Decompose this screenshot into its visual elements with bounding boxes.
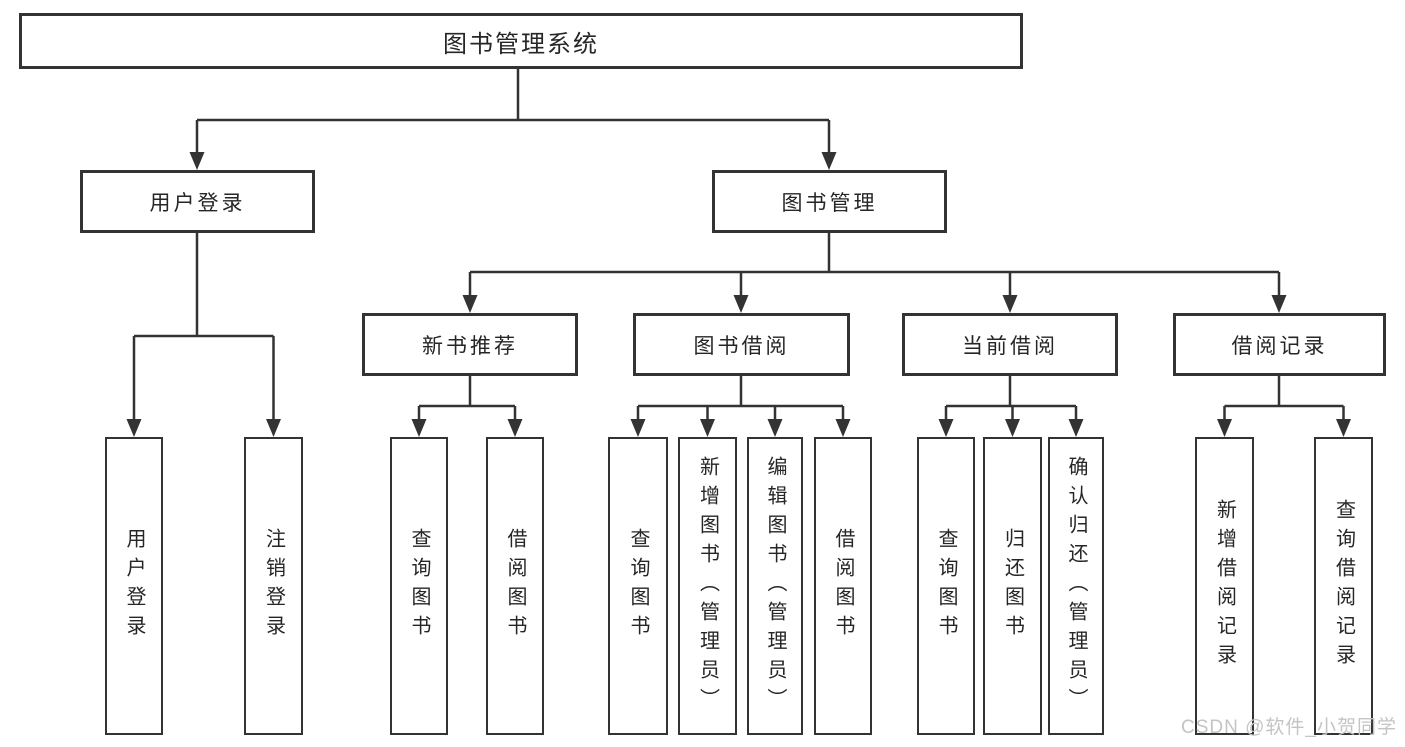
edge-new-book-recommendation-children bbox=[411, 376, 523, 437]
node-root: 图书管理系统 bbox=[19, 13, 1023, 69]
leaf-nbr-borrow-books-label: 借阅图书 bbox=[504, 528, 526, 644]
leaf-bb-borrow-books-label: 借阅图书 bbox=[832, 528, 854, 644]
leaf-nbr-query-books-label: 查询图书 bbox=[408, 528, 430, 644]
leaf-logout: 注销登录 bbox=[244, 437, 303, 735]
csdn-watermark: CSDN @软件_小贺同学 bbox=[1181, 717, 1397, 738]
leaf-bb-query-books: 查询图书 bbox=[608, 437, 668, 735]
node-current-borrowing-label: 当前借阅 bbox=[962, 334, 1058, 358]
node-book-borrowing-label: 图书借阅 bbox=[693, 334, 790, 358]
leaf-user-login-label: 用户登录 bbox=[123, 528, 145, 644]
edge-user-login-children bbox=[126, 233, 281, 437]
leaf-bb-add-books-admin: 新增图书（管理员） bbox=[678, 437, 737, 735]
leaf-nbr-borrow-books: 借阅图书 bbox=[486, 437, 544, 735]
edge-current-borrowing-children bbox=[938, 376, 1084, 437]
node-book-borrowing: 图书借阅 bbox=[633, 313, 850, 376]
leaf-cb-query-books-label: 查询图书 bbox=[935, 528, 957, 644]
leaf-nbr-query-books: 查询图书 bbox=[390, 437, 448, 735]
leaf-cb-return-books-label: 归还图书 bbox=[1001, 528, 1024, 644]
leaf-br-add-record: 新增借阅记录 bbox=[1195, 437, 1254, 735]
node-user-login: 用户登录 bbox=[80, 170, 315, 233]
leaf-logout-label: 注销登录 bbox=[262, 528, 285, 644]
node-new-book-recommendation-label: 新书推荐 bbox=[422, 334, 518, 358]
node-user-login-label: 用户登录 bbox=[149, 191, 246, 215]
edge-book-borrowing-children bbox=[630, 376, 851, 437]
leaf-cb-query-books: 查询图书 bbox=[917, 437, 975, 735]
node-book-management-label: 图书管理 bbox=[781, 191, 878, 215]
node-borrowing-records: 借阅记录 bbox=[1173, 313, 1386, 376]
leaf-cb-confirm-return-admin: 确认归还（管理员） bbox=[1048, 437, 1104, 735]
node-root-label: 图书管理系统 bbox=[443, 30, 599, 58]
node-book-management: 图书管理 bbox=[712, 170, 947, 233]
edge-borrowing-records-children bbox=[1217, 376, 1351, 437]
leaf-bb-edit-books-admin: 编辑图书（管理员） bbox=[747, 437, 803, 735]
leaf-bb-edit-books-admin-label: 编辑图书（管理员） bbox=[764, 455, 786, 717]
leaf-cb-confirm-return-admin-label: 确认归还（管理员） bbox=[1065, 455, 1087, 717]
leaf-bb-borrow-books: 借阅图书 bbox=[814, 437, 872, 735]
leaf-user-login: 用户登录 bbox=[105, 437, 163, 735]
leaf-br-query-record-label: 查询借阅记录 bbox=[1332, 499, 1355, 673]
leaf-bb-query-books-label: 查询图书 bbox=[627, 528, 649, 644]
leaf-br-add-record-label: 新增借阅记录 bbox=[1213, 499, 1236, 673]
node-borrowing-records-label: 借阅记录 bbox=[1231, 334, 1328, 358]
leaf-br-query-record: 查询借阅记录 bbox=[1314, 437, 1373, 735]
leaf-bb-add-books-admin-label: 新增图书（管理员） bbox=[696, 455, 719, 717]
edge-book-management-children bbox=[462, 233, 1287, 313]
node-current-borrowing: 当前借阅 bbox=[902, 313, 1118, 376]
node-new-book-recommendation: 新书推荐 bbox=[362, 313, 578, 376]
edge-root-to-level2 bbox=[189, 69, 837, 170]
leaf-cb-return-books: 归还图书 bbox=[983, 437, 1042, 735]
